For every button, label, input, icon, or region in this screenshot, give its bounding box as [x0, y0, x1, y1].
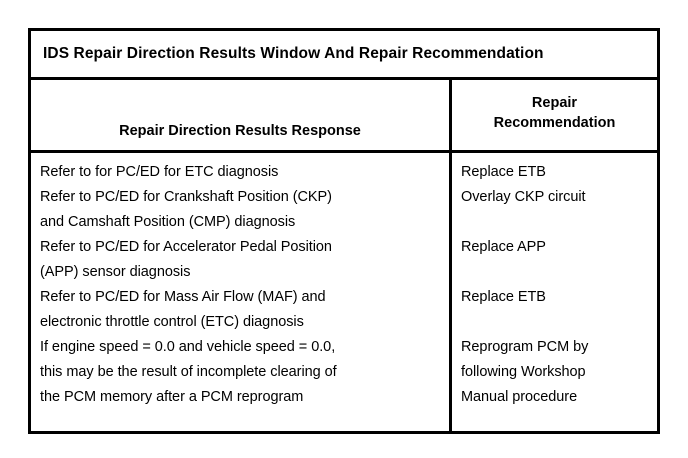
table-row: Refer to PC/ED for Mass Air Flow (MAF) a…: [40, 289, 326, 305]
table-body: Refer to for PC/ED for ETC diagnosis Ref…: [31, 153, 657, 431]
table-row: Overlay CKP circuit: [461, 189, 586, 205]
table-row: [461, 210, 657, 235]
table-header-row: Repair Direction Results Response Repair…: [31, 80, 657, 153]
response-column: Refer to for PC/ED for ETC diagnosis Ref…: [31, 153, 452, 431]
table-row: If engine speed = 0.0 and vehicle speed …: [40, 339, 336, 355]
table-row: Manual procedure: [461, 389, 578, 405]
recommendation-column-lines: Replace ETB Overlay CKP circuit Replace …: [452, 160, 657, 410]
table-title-band: IDS Repair Direction Results Window And …: [31, 31, 657, 80]
column-header-response-label: Repair Direction Results Response: [119, 123, 361, 139]
table-row: [461, 310, 657, 335]
column-header-recommendation-label-line1: Repair: [531, 95, 578, 111]
repair-direction-table: IDS Repair Direction Results Window And …: [28, 28, 660, 434]
table-row: this may be the result of incomplete cle…: [40, 364, 337, 380]
table-row: following Workshop: [461, 364, 586, 380]
table-row: Reprogram PCM by: [461, 339, 589, 355]
table-row: and Camshaft Position (CMP) diagnosis: [40, 214, 296, 230]
column-header-response: Repair Direction Results Response: [31, 80, 452, 150]
column-header-recommendation-label-line2: Recommendation: [493, 115, 616, 131]
table-row: electronic throttle control (ETC) diagno…: [40, 314, 304, 330]
table-row: [461, 260, 657, 285]
table-row: (APP) sensor diagnosis: [40, 264, 191, 280]
table-row: Replace APP: [461, 239, 546, 255]
table-row: Refer to PC/ED for Crankshaft Position (…: [40, 189, 332, 205]
table-row: Refer to PC/ED for Accelerator Pedal Pos…: [40, 239, 332, 255]
page-title: IDS Repair Direction Results Window And …: [43, 45, 544, 62]
table-row: Replace ETB: [461, 289, 546, 305]
column-header-recommendation: Repair Recommendation: [452, 80, 657, 150]
response-column-lines: Refer to for PC/ED for ETC diagnosis Ref…: [31, 160, 449, 410]
table-row: the PCM memory after a PCM reprogram: [40, 389, 304, 405]
table-row: Replace ETB: [461, 164, 546, 180]
table-row: Refer to for PC/ED for ETC diagnosis: [40, 164, 279, 180]
recommendation-column: Replace ETB Overlay CKP circuit Replace …: [452, 153, 657, 431]
